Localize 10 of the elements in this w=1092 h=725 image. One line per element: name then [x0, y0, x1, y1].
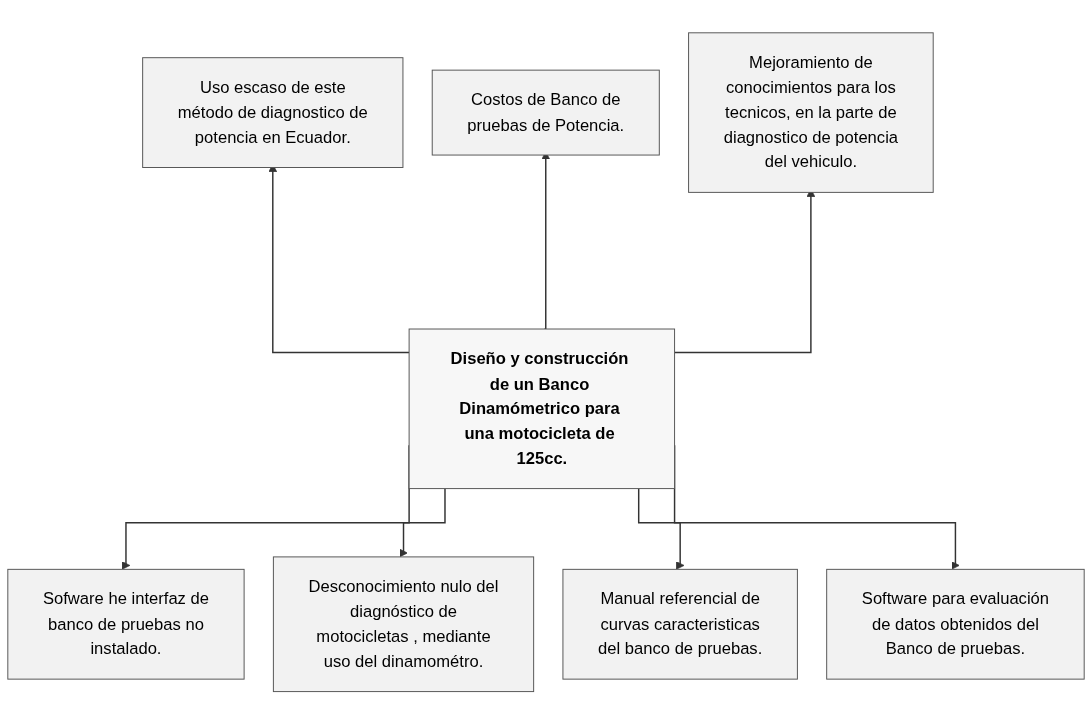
node-box: Manual referencial de curvas caracteristicas del banco de pruebas.: [562, 569, 798, 680]
node-box: Costos de Banco de pruebas de Potencia.: [431, 69, 660, 156]
node-box: Desconocimiento nulo del diagnóstico de motocicletas , mediante uso del dinamométro.: [272, 556, 535, 693]
node-box: Diseño y construcción de un Banco Dinamómetrico para una motocicleta de 125cc.: [408, 328, 676, 490]
node-box: Sofware he interfaz de banco de pruebas no instalado.: [7, 569, 245, 680]
arrow: [399, 488, 446, 558]
arrow: [637, 488, 685, 571]
node-box: Uso escaso de este método de diagnostico de potencia en Ecuador.: [142, 57, 404, 169]
node-box: Mejoramiento de conocimientos para los tecnicos, en la parte de diagnostico de potencia del vehiculo.: [688, 32, 934, 194]
node-box: Software para evaluación de datos obtenidos del Banco de pruebas.: [826, 569, 1085, 680]
